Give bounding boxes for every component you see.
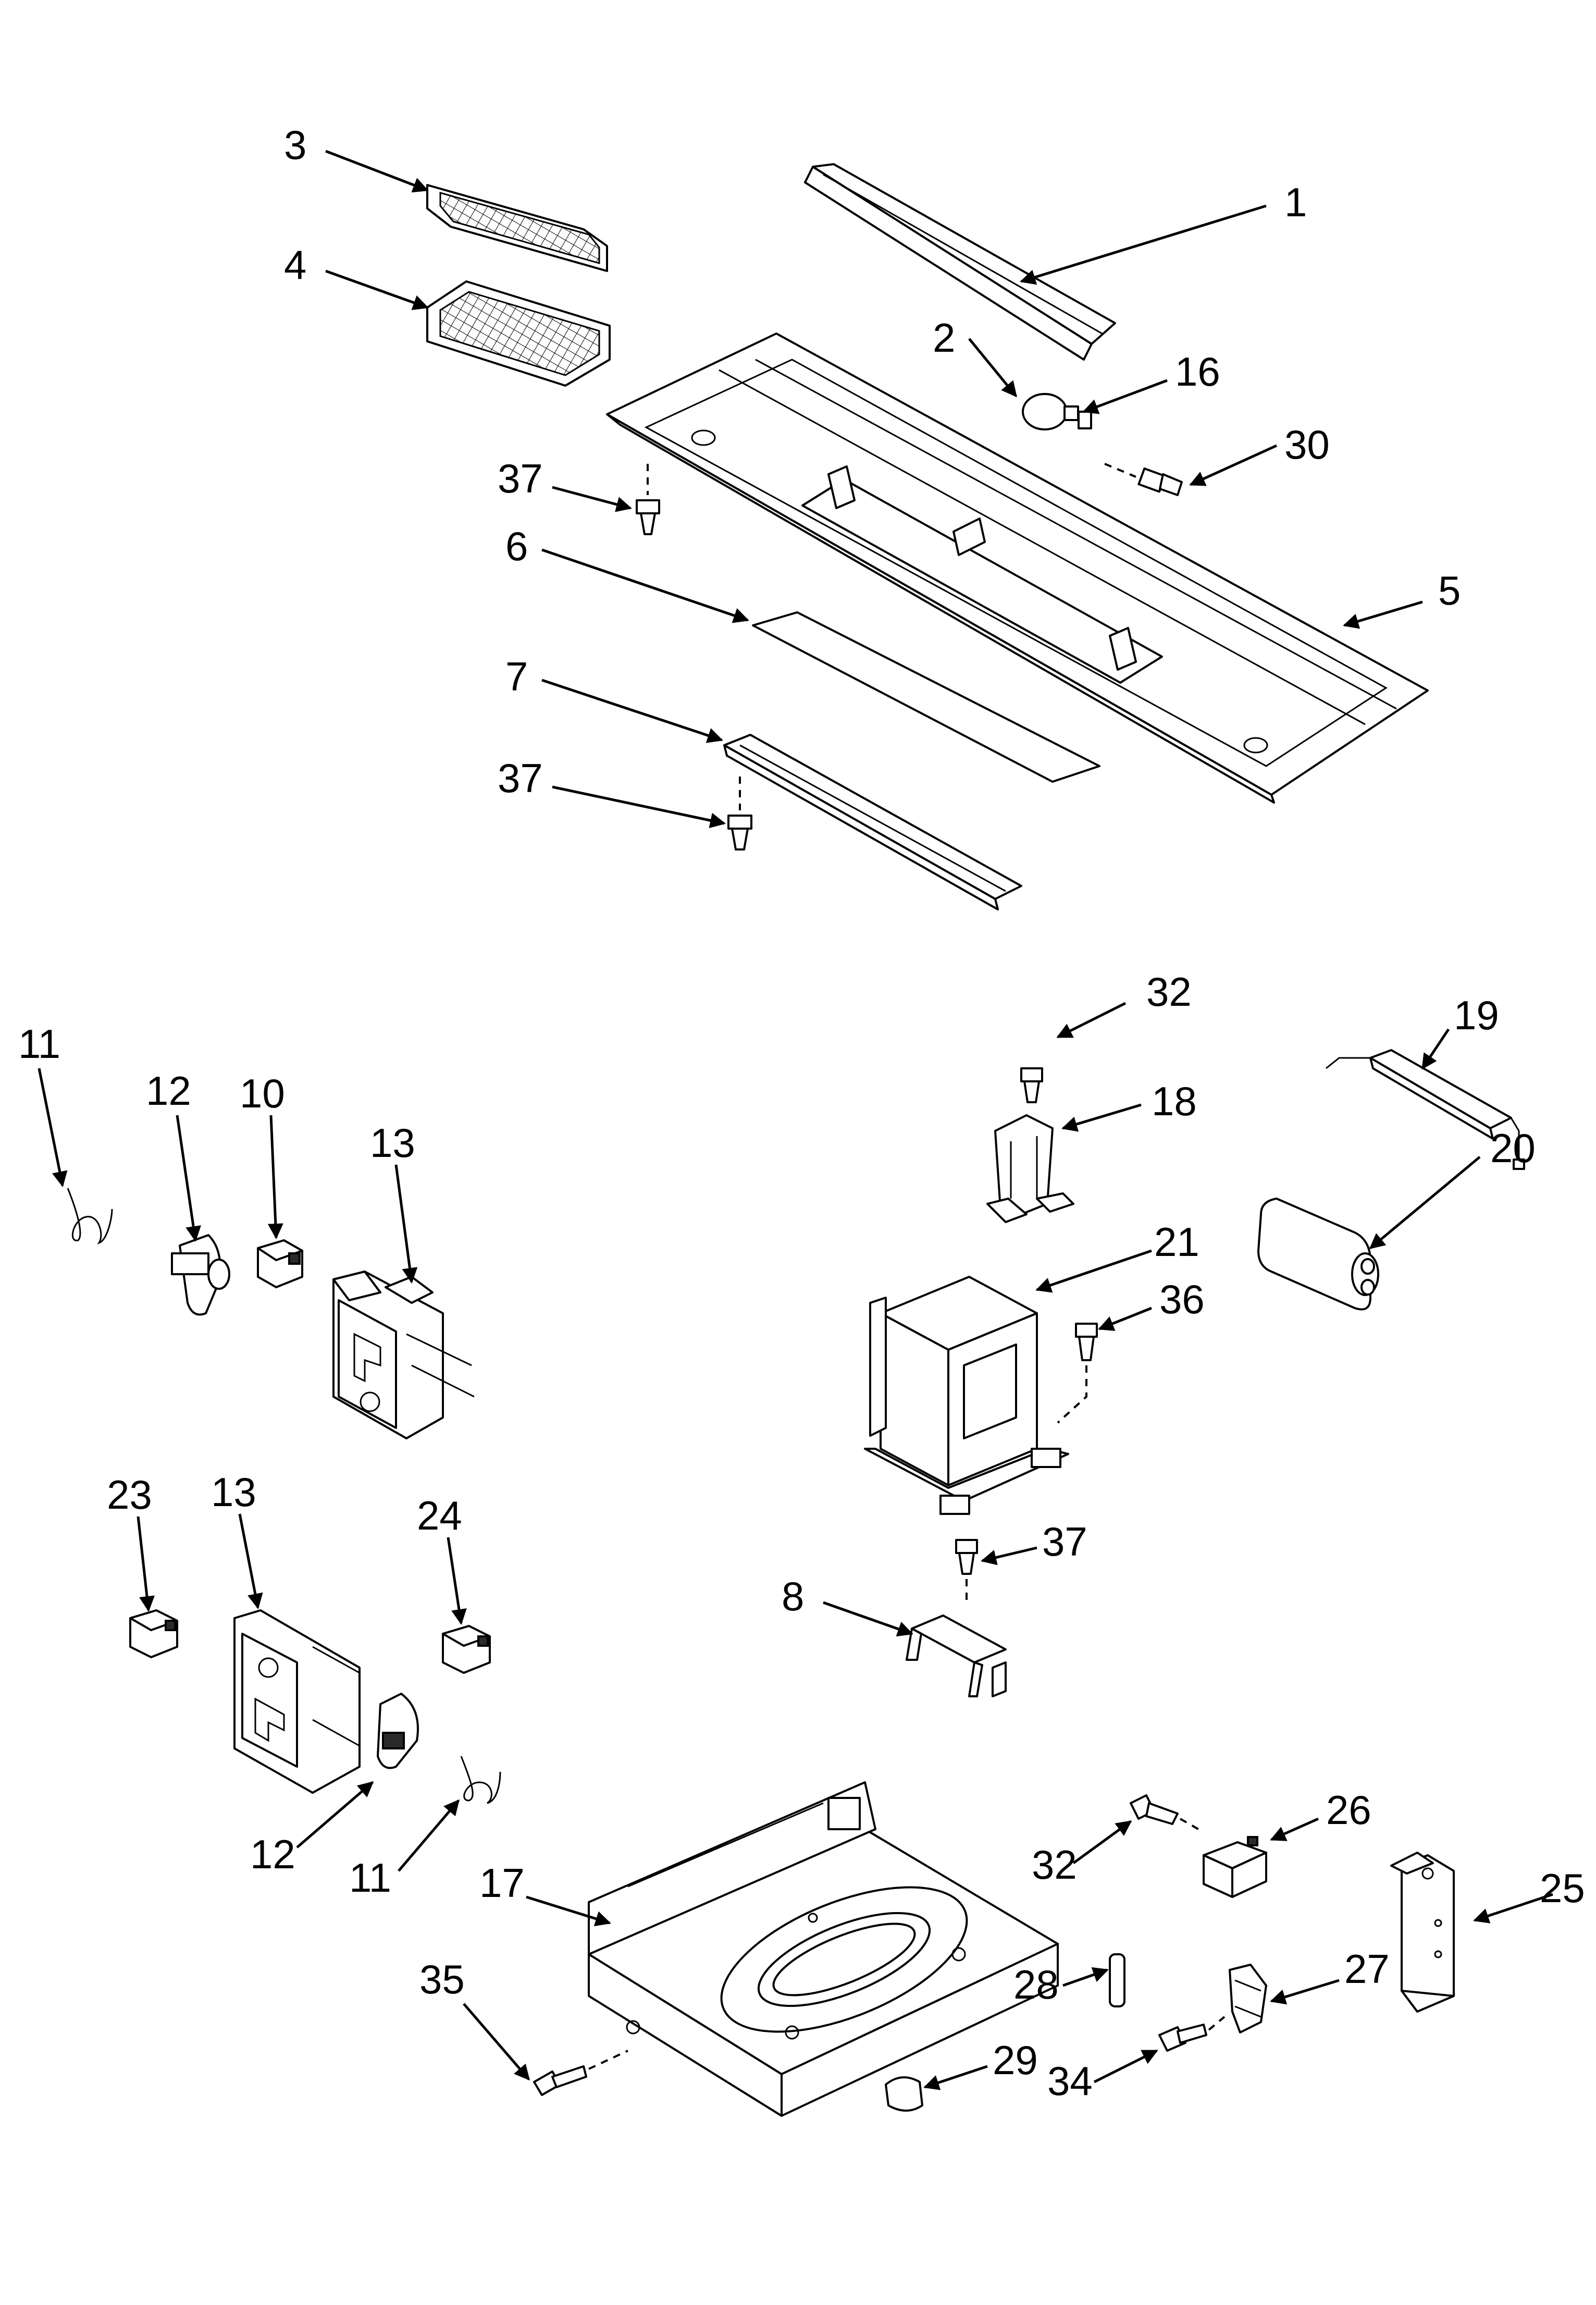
callout-2: 2 <box>933 315 955 361</box>
callout-11-top: 11 <box>18 1021 60 1067</box>
part-21-transformer <box>864 1276 1069 1515</box>
part-32-screw-bottom <box>1130 1794 1199 1830</box>
callout-13-bottom: 13 <box>211 1469 256 1515</box>
callout-17: 17 <box>479 1860 525 1906</box>
part-20-capacitor <box>1257 1198 1379 1311</box>
callout-12-bottom: 12 <box>250 1831 295 1877</box>
callout-10: 10 <box>240 1070 285 1116</box>
part-27-clip <box>1229 1964 1267 2033</box>
callout-35: 35 <box>419 1956 465 2002</box>
callout-11-bottom: 11 <box>349 1855 391 1901</box>
part-12-actuator-bottom <box>377 1693 419 1769</box>
callout-21: 21 <box>1154 1219 1199 1265</box>
part-13-bracket-top <box>332 1271 475 1439</box>
part-17-base-plate <box>588 1781 1059 2117</box>
callout-19: 19 <box>1454 992 1499 1038</box>
part-2-light-bulb <box>1022 393 1079 430</box>
part-5-bottom-plate <box>606 332 1429 804</box>
part-23-switch <box>129 1609 178 1658</box>
callout-30: 30 <box>1284 422 1330 467</box>
part-7-channel <box>723 734 1022 910</box>
callout-37-mid: 37 <box>498 755 543 801</box>
callout-26: 26 <box>1326 1787 1371 1833</box>
part-37-screw-mid <box>727 776 752 850</box>
callout-13-top: 13 <box>370 1120 415 1166</box>
callout-5: 5 <box>1438 568 1461 613</box>
part-29-clip <box>885 2076 923 2112</box>
callout-6: 6 <box>505 523 528 569</box>
callout-1: 1 <box>1284 179 1307 225</box>
callout-28: 28 <box>1013 1962 1059 2007</box>
callout-8: 8 <box>782 1573 804 1619</box>
part-26-relay <box>1203 1836 1267 1898</box>
leader-lines <box>38 150 1553 2090</box>
callout-37-top: 37 <box>498 455 543 501</box>
callout-32-bottom: 32 <box>1032 1842 1077 1888</box>
part-30-screw <box>1104 463 1183 496</box>
part-12-actuator-top <box>171 1234 230 1316</box>
part-34-screw <box>1158 2016 1226 2052</box>
callout-16: 16 <box>1175 349 1220 395</box>
callout-37-lower: 37 <box>1042 1519 1087 1564</box>
callout-27: 27 <box>1344 1946 1390 1992</box>
callout-4: 4 <box>284 242 306 288</box>
part-3-filter <box>426 184 608 272</box>
part-13-bracket-bottom <box>233 1609 361 1794</box>
part-28-fuse <box>1109 1953 1125 2007</box>
part-19-diode <box>1326 1049 1525 1170</box>
callout-12-top: 12 <box>146 1068 191 1114</box>
part-16-socket <box>1078 411 1092 429</box>
callout-24: 24 <box>417 1493 462 1538</box>
part-35-screw <box>533 2050 628 2096</box>
callout-3: 3 <box>284 122 306 168</box>
callout-29: 29 <box>993 2037 1038 2083</box>
part-4-filter <box>426 280 611 387</box>
callout-labels: 1 2 3 4 5 6 7 8 10 11 11 12 12 13 13 16 … <box>18 122 1585 2104</box>
part-36-screw <box>1057 1323 1098 1424</box>
callout-18: 18 <box>1152 1078 1197 1124</box>
callout-23: 23 <box>107 1472 152 1518</box>
part-37-screw-lower <box>955 1539 978 1600</box>
part-25-bracket <box>1390 1852 1455 2013</box>
part-18-bracket <box>986 1114 1074 1223</box>
callout-20: 20 <box>1490 1125 1536 1171</box>
part-11-spring-top <box>67 1188 113 1244</box>
part-32-screw-top <box>1020 1067 1043 1103</box>
part-10-switch <box>257 1239 303 1288</box>
callout-34: 34 <box>1047 2058 1093 2104</box>
part-8-bracket <box>906 1614 1007 1697</box>
part-37-screw-top <box>636 464 660 535</box>
callout-7: 7 <box>505 654 528 699</box>
part-6-strip <box>752 611 1100 783</box>
part-1-vent-grille <box>804 163 1116 361</box>
callout-36: 36 <box>1159 1276 1205 1322</box>
part-24-switch <box>442 1625 491 1674</box>
callout-25: 25 <box>1540 1865 1585 1911</box>
part-11-spring-bottom <box>460 1756 501 1804</box>
callout-32-top: 32 <box>1146 969 1192 1015</box>
